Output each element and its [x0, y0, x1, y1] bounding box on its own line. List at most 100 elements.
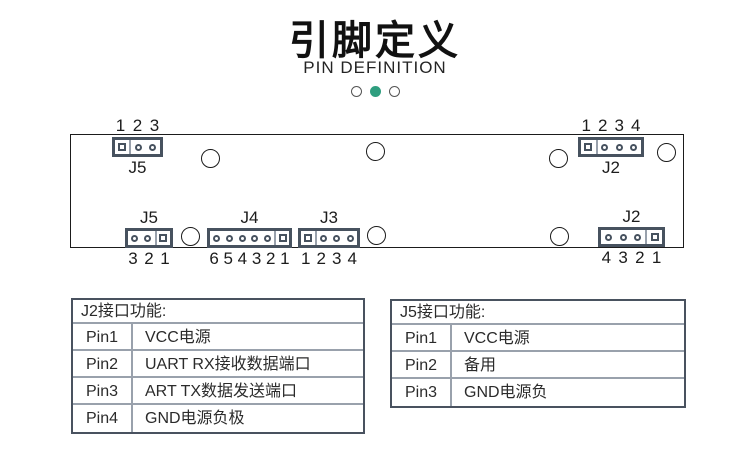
connector-label: J4	[240, 208, 259, 227]
connector-label: J2	[622, 207, 641, 226]
connector-body	[207, 228, 292, 248]
pin-round	[131, 140, 145, 154]
connector-label: J5	[128, 158, 147, 177]
pin-number: 5	[223, 249, 233, 268]
pin-round	[616, 230, 631, 244]
connector-body	[578, 137, 644, 157]
square-pin-icon	[584, 143, 593, 151]
carousel-dot-1[interactable]	[350, 86, 362, 97]
pin-number: 3	[332, 249, 342, 268]
pin-number: 2	[144, 249, 154, 268]
round-pin-icon	[238, 234, 246, 242]
pin-number: 2	[316, 249, 326, 268]
desc-cell: VCC电源	[464, 330, 530, 347]
carousel-dot-2-active[interactable]	[369, 86, 381, 97]
pin-number: 3	[128, 249, 138, 268]
round-pin-icon	[319, 234, 327, 242]
pin-number: 2	[635, 248, 645, 267]
carousel-dot-3[interactable]	[388, 86, 400, 97]
round-pin-icon	[131, 234, 139, 242]
round-pin-icon	[264, 234, 272, 242]
pin-round	[612, 140, 627, 154]
pin-number: 1	[160, 249, 170, 268]
pin-round	[317, 231, 331, 245]
mounting-hole	[181, 227, 200, 246]
table-title: J5接口功能:	[392, 301, 684, 325]
round-pin-icon	[634, 233, 642, 241]
pin-number: 6	[209, 249, 219, 268]
pin-number: 2	[265, 249, 276, 268]
pin-number: 4	[601, 248, 612, 267]
pin-cell: Pin3	[73, 378, 133, 403]
pin-1-square	[301, 231, 317, 245]
connector-label: J3	[320, 208, 338, 227]
round-pin-icon	[251, 234, 259, 242]
desc-cell: UART RX接收数据端口	[145, 356, 311, 373]
pin-number: 1	[115, 116, 126, 135]
round-pin-icon	[630, 143, 638, 151]
round-pin-icon	[144, 234, 152, 242]
pin-number: 1	[651, 248, 662, 267]
round-pin-icon	[346, 234, 354, 242]
pin-number: 4	[347, 249, 357, 268]
pin-cell: Pin2	[73, 351, 133, 376]
connector-body	[125, 228, 173, 248]
pin-1-square	[581, 140, 598, 154]
pin-round	[631, 230, 646, 244]
mounting-hole	[550, 227, 569, 246]
pin-number: 2	[598, 116, 608, 135]
pin-number: 3	[614, 116, 624, 135]
connector-body	[112, 137, 163, 157]
square-pin-icon	[303, 234, 312, 242]
round-pin-icon	[604, 233, 612, 241]
pin-round	[146, 140, 160, 154]
square-pin-icon	[650, 233, 659, 241]
mounting-hole	[549, 149, 568, 168]
pin-1-square	[274, 231, 289, 245]
pin-round	[627, 140, 642, 154]
round-pin-icon	[134, 143, 142, 151]
square-pin-icon	[278, 234, 287, 242]
pin-number: 4	[631, 116, 641, 135]
table-row: Pin2 UART RX接收数据端口	[73, 351, 363, 378]
pin-1-square	[154, 231, 170, 245]
round-pin-icon	[333, 234, 341, 242]
round-pin-icon	[619, 233, 627, 241]
pin-cell: Pin1	[392, 325, 452, 350]
pin-number: 4	[237, 249, 248, 268]
pin-round	[210, 231, 223, 245]
connector-label: J5	[140, 208, 158, 227]
pin-round	[141, 231, 154, 245]
carousel-dots	[0, 86, 750, 97]
square-pin-icon	[159, 234, 168, 242]
pin-number: 1	[280, 249, 290, 268]
pin-number: 3	[251, 249, 262, 268]
pin-number: 3	[149, 116, 160, 135]
mounting-hole	[366, 142, 385, 161]
page-title: 引脚定义	[289, 19, 461, 63]
mounting-hole	[657, 143, 676, 162]
pin-cell: Pin1	[73, 324, 133, 349]
mounting-hole	[201, 149, 220, 168]
pin-1-square	[645, 230, 662, 244]
square-pin-icon	[118, 143, 127, 151]
page-subtitle: PIN DEFINITION	[303, 58, 447, 77]
round-pin-icon	[615, 143, 623, 151]
pin-number: 2	[132, 116, 143, 135]
connector-label: J2	[602, 158, 620, 177]
